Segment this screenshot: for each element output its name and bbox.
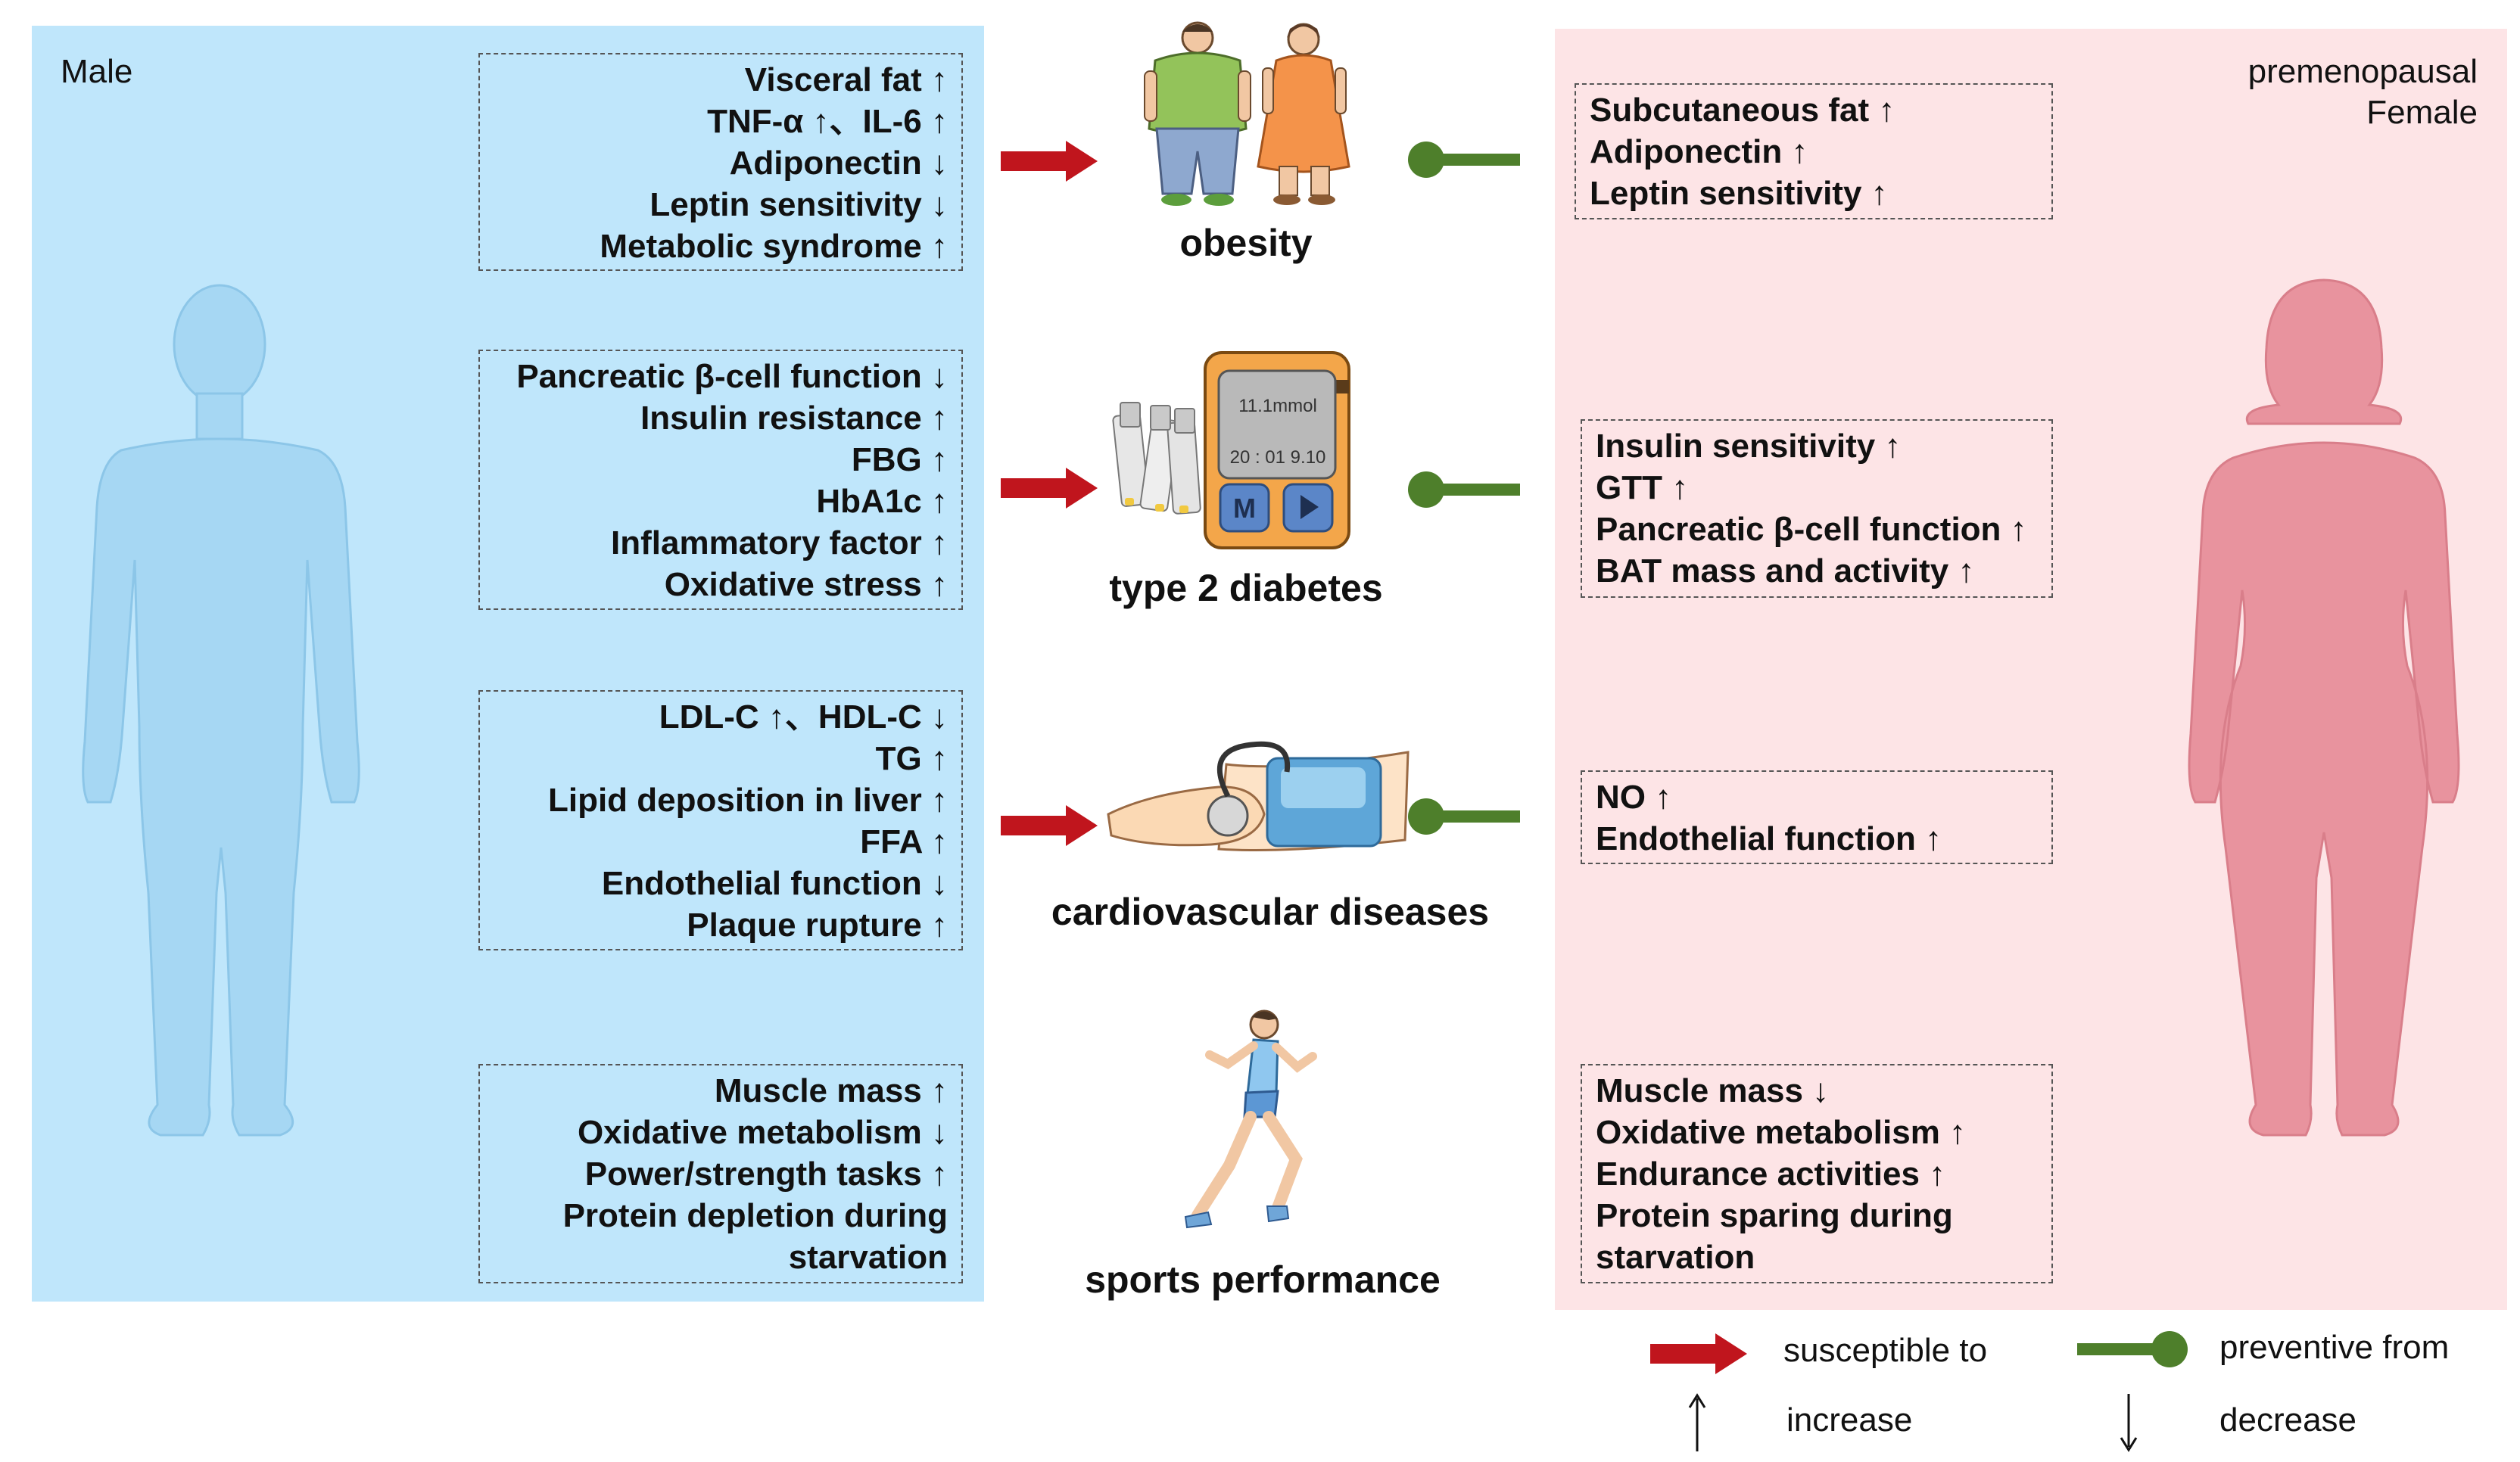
female-label-line1: premenopausal — [2247, 53, 2478, 90]
male-sports-item: starvation — [788, 1239, 948, 1276]
male-cardio-box: LDL-C ↑、HDL-C ↓ TG ↑ Lipid deposition in… — [478, 690, 963, 950]
susceptible-arrow-icon — [1001, 805, 1098, 846]
female-sports-item: Endurance activities ↑ — [1596, 1156, 1946, 1193]
male-figure-icon — [82, 284, 360, 1137]
male-diabetes-item: Pancreatic β-cell function ↓ — [516, 358, 948, 395]
female-label: premenopausal Female — [2248, 51, 2478, 133]
disease-label-cardiovascular: cardiovascular diseases — [1051, 891, 1490, 933]
male-sports-item: Protein depletion during — [562, 1197, 948, 1234]
female-figure-icon — [2188, 278, 2460, 1137]
male-obesity-item: Metabolic syndrome ↑ — [600, 228, 948, 265]
female-diabetes-item: GTT ↑ — [1596, 469, 1689, 506]
glucose-meter-icon: 11.1mmol 20 : 01 9.10 M — [1112, 351, 1350, 549]
male-diabetes-box: Pancreatic β-cell function ↓ Insulin res… — [478, 350, 963, 610]
obese-couple-icon — [1144, 21, 1350, 206]
female-diabetes-item: Pancreatic β-cell function ↑ — [1596, 511, 2027, 548]
runner-icon — [1184, 1009, 1317, 1229]
male-sports-box: Muscle mass ↑ Oxidative metabolism ↓ Pow… — [478, 1064, 963, 1283]
male-diabetes-item: HbA1c ↑ — [816, 483, 948, 520]
disease-label-obesity: obesity — [1179, 222, 1313, 264]
male-label: Male — [61, 53, 133, 90]
male-diabetes-item: Oxidative stress ↑ — [664, 566, 948, 603]
male-cardio-item: TG ↑ — [875, 740, 948, 777]
female-cardio-item: NO ↑ — [1596, 779, 1672, 816]
susceptible-arrow-icon — [1001, 468, 1098, 509]
preventive-bar-icon — [1408, 471, 1520, 508]
female-sports-item: Muscle mass ↓ — [1596, 1072, 1830, 1109]
female-sports-item: Oxidative metabolism ↑ — [1596, 1114, 1967, 1151]
disease-label-type2-diabetes: type 2 diabetes — [1109, 567, 1383, 609]
female-sports-item: Protein sparing during — [1596, 1197, 1953, 1234]
male-diabetes-item: FBG ↑ — [851, 441, 948, 478]
male-obesity-item: Visceral fat ↑ — [744, 61, 948, 98]
male-obesity-item: TNF-α ↑、IL-6 ↑ — [707, 103, 948, 140]
legend-increase-label: increase — [1786, 1401, 1913, 1439]
female-obesity-item: Subcutaneous fat ↑ — [1590, 92, 1895, 129]
legend-decrease-arrow-icon — [2120, 1394, 2138, 1452]
legend-susceptible-arrow-icon — [1650, 1333, 1747, 1374]
preventive-bar-icon — [1408, 142, 1520, 178]
meter-time: 20 : 01 9.10 — [1230, 447, 1326, 468]
male-cardio-item: LDL-C ↑、HDL-C ↓ — [659, 698, 948, 736]
meter-m-button: M — [1233, 493, 1256, 524]
male-obesity-item: Leptin sensitivity ↓ — [649, 186, 948, 223]
preventive-bar-icon — [1408, 798, 1520, 835]
disease-label-sports-performance: sports performance — [1085, 1258, 1441, 1301]
male-cardio-item: Endothelial function ↓ — [601, 865, 948, 902]
female-sports-item: starvation — [1596, 1239, 1755, 1276]
legend-decrease-label: decrease — [2219, 1401, 2357, 1439]
male-obesity-box: Visceral fat ↑ TNF-α ↑、IL-6 ↑ Adiponecti… — [478, 53, 963, 271]
legend-preventive-label: preventive from — [2219, 1329, 2450, 1366]
female-cardio-item: Endothelial function ↑ — [1596, 820, 1942, 857]
female-cardio-box: NO ↑ Endothelial function ↑ — [1581, 770, 2053, 864]
legend-susceptible-label: susceptible to — [1783, 1332, 1988, 1369]
male-cardio-item: Lipid deposition in liver ↑ — [547, 782, 948, 819]
female-sports-box: Muscle mass ↓ Oxidative metabolism ↑ End… — [1581, 1064, 2053, 1283]
male-cardio-item: Plaque rupture ↑ — [687, 907, 948, 944]
male-obesity-item: Adiponectin ↓ — [729, 145, 948, 182]
female-obesity-item: Adiponectin ↑ — [1590, 133, 1808, 170]
male-sports-item: Muscle mass ↑ — [714, 1072, 948, 1109]
legend-preventive-bar-icon — [2077, 1331, 2188, 1367]
female-label-line2: Female — [2366, 94, 2478, 131]
blood-pressure-cuff-icon — [1107, 741, 1410, 851]
male-diabetes-item: Insulin resistance ↑ — [640, 400, 948, 437]
female-diabetes-box: Insulin sensitivity ↑ GTT ↑ Pancreatic β… — [1581, 419, 2053, 598]
meter-reading: 11.1mmol — [1238, 396, 1317, 416]
female-obesity-box: Subcutaneous fat ↑ Adiponectin ↑ Leptin … — [1575, 83, 2053, 219]
female-diabetes-item: BAT mass and activity ↑ — [1596, 552, 1975, 589]
male-cardio-item: FFA ↑ — [860, 823, 948, 860]
male-sports-item: Oxidative metabolism ↓ — [577, 1114, 948, 1151]
play-icon — [1300, 495, 1319, 519]
female-obesity-item: Leptin sensitivity ↑ — [1590, 175, 1888, 212]
female-diabetes-item: Insulin sensitivity ↑ — [1596, 428, 1902, 465]
male-diabetes-item: Inflammatory factor ↑ — [611, 524, 948, 561]
susceptible-arrow-icon — [1001, 141, 1098, 182]
male-sports-item: Power/strength tasks ↑ — [584, 1156, 948, 1193]
legend-increase-arrow-icon — [1688, 1393, 1706, 1451]
